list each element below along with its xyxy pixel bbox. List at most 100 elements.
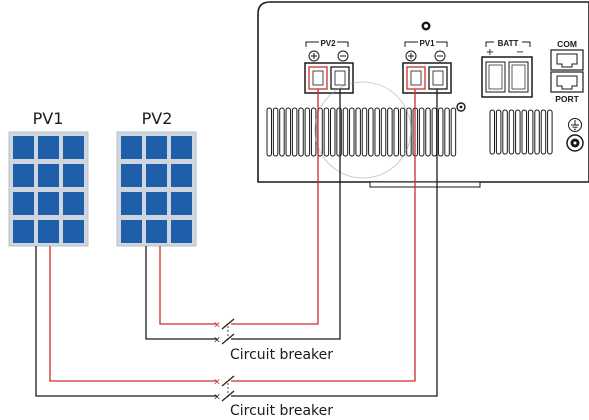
batt-minus-label: − (516, 47, 524, 58)
solar-cell (121, 164, 142, 187)
fan-outline (314, 81, 412, 179)
solar-cell (38, 136, 59, 159)
vent-slot (298, 107, 304, 157)
breaker-x-icon: × (213, 378, 221, 388)
pv2-panel-label: PV2 (142, 109, 173, 128)
batt-label: BATT (498, 39, 519, 48)
solar-cell (146, 136, 167, 159)
port-rj45-jack[interactable] (550, 71, 584, 93)
solar-cell (171, 192, 192, 215)
breaker-x-icon: × (213, 336, 221, 346)
vent-slot (444, 107, 450, 157)
vent-grill-left (266, 107, 457, 157)
vent-slot (368, 107, 374, 157)
vent-slot (431, 107, 438, 157)
vent-slot (272, 107, 279, 157)
com-label: COM (557, 39, 577, 49)
pv2-negative-wire (145, 89, 341, 340)
solar-cell (146, 164, 167, 187)
vent-slot (387, 107, 393, 157)
vent-slot (361, 107, 368, 157)
pv1-panel-label: PV1 (33, 109, 64, 128)
solar-cell (38, 220, 59, 243)
solar-cell (121, 192, 142, 215)
vent-slot (534, 109, 540, 155)
vent-slot (425, 107, 431, 157)
vent-slot (495, 109, 502, 155)
solar-cell (171, 164, 192, 187)
pv1-cells (13, 136, 84, 243)
vent-slot (355, 107, 361, 157)
circuit-breaker-upper[interactable]: × × Circuit breaker (213, 318, 333, 363)
pv1-positive-socket[interactable] (406, 66, 426, 90)
vent-slot (310, 107, 317, 157)
vent-slot (304, 107, 311, 157)
solar-cell (171, 136, 192, 159)
com-rj45-jack[interactable] (550, 49, 584, 71)
com-port: COM PORT (550, 39, 584, 104)
solar-panel-pv2 (116, 131, 197, 247)
solar-cell (63, 136, 84, 159)
solar-cell (63, 164, 84, 187)
solar-cell (13, 220, 34, 243)
ground-terminal[interactable] (566, 134, 584, 152)
pv2-negative-socket[interactable] (330, 66, 350, 90)
vent-slot (393, 107, 399, 157)
plus-circle-icon (405, 50, 417, 62)
batt-positive-socket[interactable] (485, 61, 506, 93)
plus-circle-icon (308, 50, 320, 62)
solar-cell (38, 164, 59, 187)
solar-cell (38, 192, 59, 215)
breaker-x-icon: × (213, 393, 221, 403)
vent-slot (489, 109, 495, 155)
vent-grill-right (489, 109, 553, 155)
battery-terminal: BATT + − (481, 37, 533, 98)
pv2-positive-socket[interactable] (308, 66, 328, 90)
vent-slot (547, 109, 553, 155)
vent-slot (266, 107, 272, 157)
upper-breaker-label: Circuit breaker (230, 347, 333, 363)
vent-slot (279, 107, 285, 157)
vent-slot (323, 107, 330, 157)
vent-slot (374, 107, 380, 157)
batt-negative-socket[interactable] (508, 61, 529, 93)
vent-slot (450, 107, 457, 157)
solar-cell (13, 164, 34, 187)
solar-cell (13, 136, 34, 159)
pv1-negative-wire (35, 89, 438, 397)
inverter-unit: PV2 PV1 (257, 1, 589, 188)
minus-circle-icon (337, 50, 349, 62)
vent-slot (285, 107, 292, 157)
pv1-positive-wire (49, 89, 416, 382)
pv2-positive-wire (159, 89, 319, 325)
vent-slot (336, 107, 342, 157)
vent-slot (291, 107, 298, 157)
vent-slot (437, 107, 444, 157)
pv2-terminal: PV2 (304, 37, 354, 94)
vent-slot (342, 107, 349, 157)
solar-cell (121, 220, 142, 243)
pv1-negative-socket[interactable] (428, 66, 448, 90)
solar-cell (146, 192, 167, 215)
breaker-switch-lever (221, 318, 235, 330)
minus-circle-icon (434, 50, 446, 62)
solar-cell (171, 220, 192, 243)
breaker-switch-lever (221, 375, 235, 387)
vent-slot (521, 109, 527, 155)
pv2-port-label: PV2 (320, 39, 336, 48)
ground-icon (568, 118, 582, 132)
pv2-cells (121, 136, 192, 243)
vent-slot (399, 107, 406, 157)
solar-cell (146, 220, 167, 243)
solar-cell (63, 220, 84, 243)
vent-slot (508, 109, 515, 155)
solar-panel-pv1 (8, 131, 89, 247)
solar-cell (13, 192, 34, 215)
inverter-base-strip (369, 181, 481, 188)
circuit-breaker-lower[interactable]: × × Circuit breaker (213, 375, 333, 419)
solar-cell (121, 136, 142, 159)
vent-slot (515, 109, 521, 155)
vent-slot (330, 107, 336, 157)
lower-breaker-label: Circuit breaker (230, 403, 333, 419)
